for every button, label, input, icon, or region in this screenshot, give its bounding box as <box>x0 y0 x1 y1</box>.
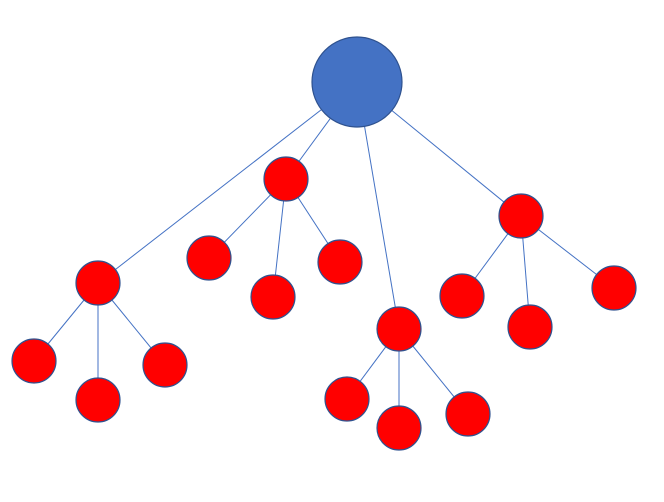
node-n4b <box>507 304 553 350</box>
edge-root-n1 <box>97 81 358 284</box>
node-n1b <box>75 377 121 423</box>
node-n2 <box>263 156 309 202</box>
node-n3b <box>376 405 422 451</box>
node-n4a <box>439 273 485 319</box>
node-n1a <box>11 338 57 384</box>
node-n3 <box>376 306 422 352</box>
nodes-layer <box>11 36 637 451</box>
node-n2b <box>250 274 296 320</box>
node-n1 <box>75 260 121 306</box>
node-n3a <box>324 376 370 422</box>
node-n4c <box>591 265 637 311</box>
root-node <box>311 36 403 128</box>
node-n2c <box>317 239 363 285</box>
node-n4 <box>498 193 544 239</box>
node-n3c <box>445 391 491 437</box>
node-n2a <box>186 235 232 281</box>
node-n1c <box>142 342 188 388</box>
